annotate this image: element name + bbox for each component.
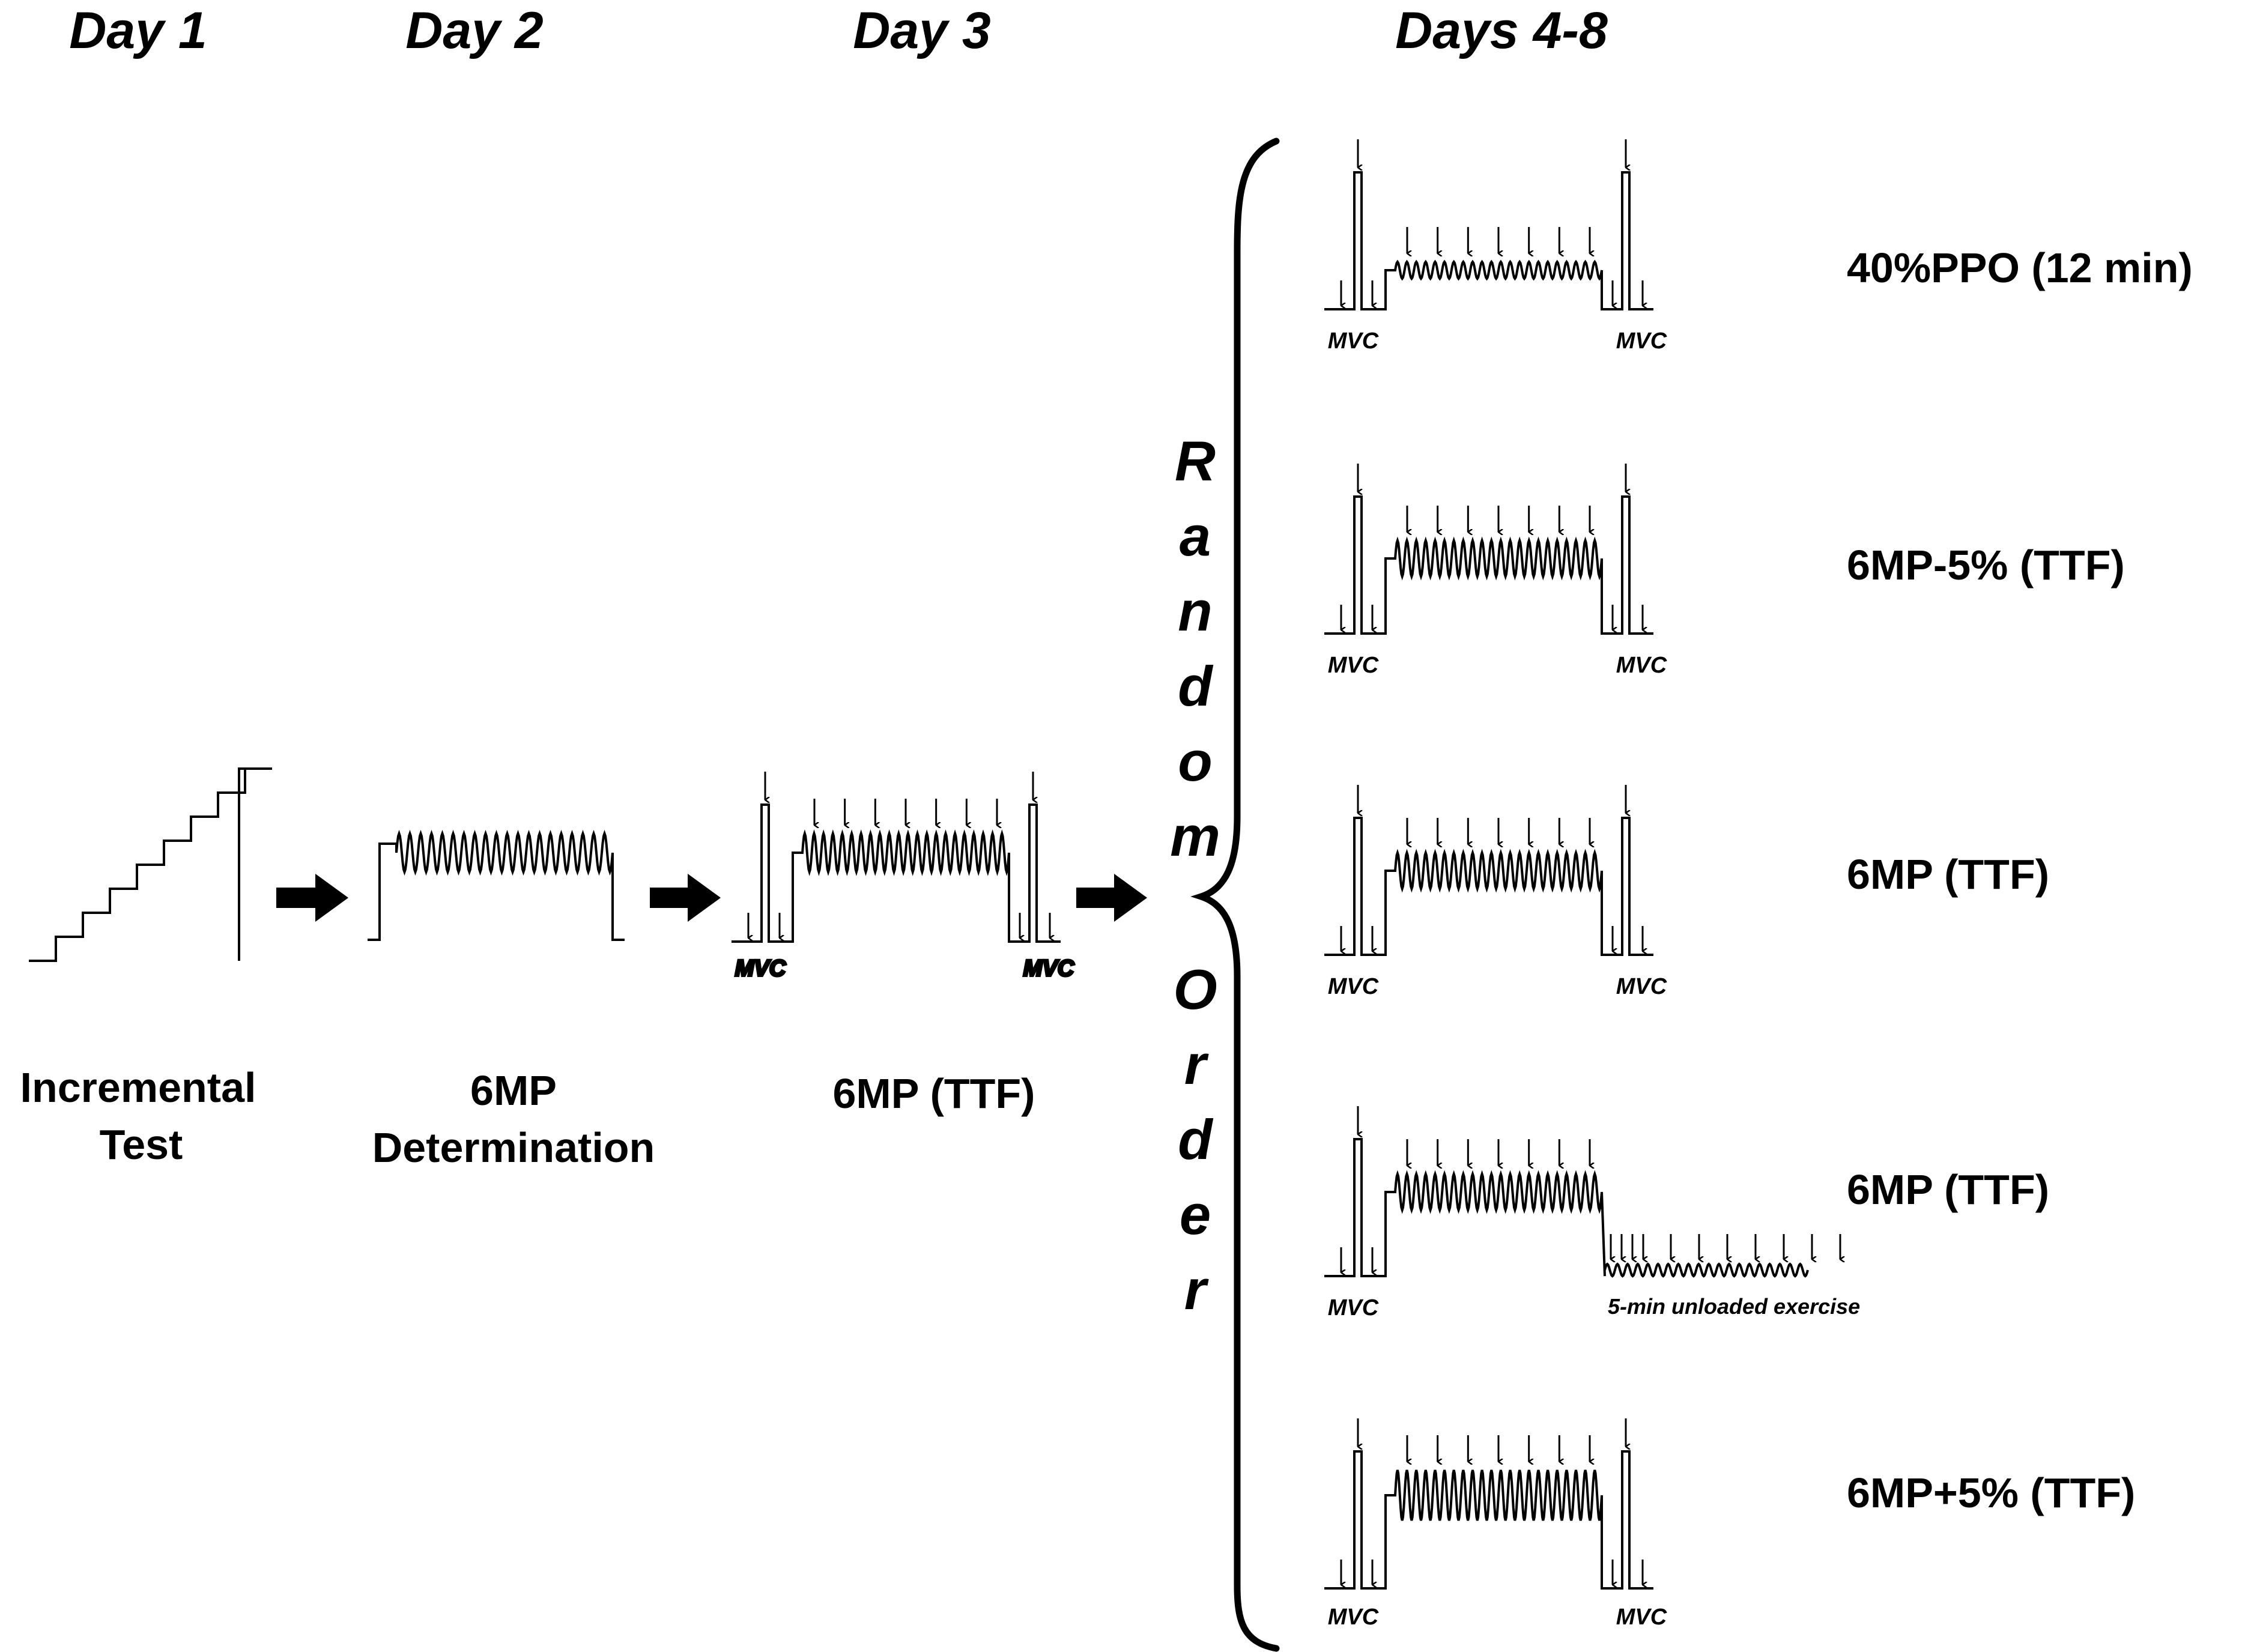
mvc-label: MVC xyxy=(1616,328,1667,354)
header-day-3: Day 3 xyxy=(853,2,991,59)
random-order-letter: R xyxy=(1175,429,1216,492)
random-order-letter: e xyxy=(1180,1183,1211,1246)
arrow-markers xyxy=(1340,139,1643,306)
label-6mp: 6MP xyxy=(470,1067,557,1114)
header-day-1: Day 1 xyxy=(69,2,207,59)
protocol-trace xyxy=(1324,1106,1606,1277)
protocol-trace xyxy=(1324,139,1653,310)
arrow-markers xyxy=(1610,1234,1840,1259)
recovery-trace xyxy=(1604,1234,1840,1278)
mvc-label: MVC xyxy=(1616,653,1667,678)
label-day3-test: 6MP (TTF) xyxy=(832,1070,1035,1117)
recovery-annotation: 5-min unloaded exercise xyxy=(1608,1294,1860,1319)
mvc-label: MVC xyxy=(1328,653,1379,678)
condition-label: 6MP-5% (TTF) xyxy=(1847,542,2125,588)
mvc-label: MVC xyxy=(1328,974,1379,999)
condition-row: MVC MVC 6MP-5% (TTF) xyxy=(1324,464,2125,678)
mvc-label: MVC xyxy=(1616,1605,1667,1630)
protocol-trace xyxy=(1324,1418,1653,1590)
condition-label: 6MP+5% (TTF) xyxy=(1847,1469,2135,1516)
label-incremental: Incremental xyxy=(20,1064,256,1111)
header-day-2: Day 2 xyxy=(405,2,544,59)
condition-row: MVC MVC 6MP+5% (TTF) xyxy=(1324,1418,2135,1630)
condition-label: 6MP (TTF) xyxy=(1847,1166,2049,1213)
mvc-label: MVC xyxy=(1328,328,1379,354)
curly-brace xyxy=(1190,138,1280,1652)
mvc-label: MVC xyxy=(1328,1295,1379,1321)
random-order-letter: m xyxy=(1170,805,1220,868)
label-test: Test xyxy=(100,1121,183,1168)
arrow-markers xyxy=(1340,785,1643,951)
mvc-label: MVC xyxy=(1616,974,1667,999)
random-order-letter: d xyxy=(1178,655,1214,718)
arrow-icon xyxy=(276,874,348,922)
condition-row: MVC MVC 6MP (TTF) xyxy=(1324,785,2049,999)
random-order-letter: r xyxy=(1184,1033,1209,1096)
header-days-4-8: Days 4-8 xyxy=(1395,2,1608,59)
condition-row: MVC 6MP (TTF) 5-min unloaded exercise xyxy=(1324,1106,2049,1321)
protocol-trace xyxy=(732,772,1061,943)
random-order-letter: O xyxy=(1173,958,1217,1021)
protocol-trace xyxy=(1324,785,1653,956)
random-order-letter: r xyxy=(1184,1258,1209,1321)
protocol-trace xyxy=(1324,464,1653,635)
arrow-markers xyxy=(747,772,1050,938)
incremental-test-staircase xyxy=(29,767,272,962)
arrow-markers xyxy=(1340,464,1643,630)
random-order-letter: o xyxy=(1178,730,1212,793)
mvc-label: MVC xyxy=(1328,1605,1379,1630)
label-determination: Determination xyxy=(372,1124,655,1171)
arrow-markers xyxy=(1340,1418,1643,1585)
condition-label: 6MP (TTF) xyxy=(1847,851,2049,898)
arrow-icon xyxy=(1076,874,1147,922)
determination-trace xyxy=(368,829,625,941)
day3-protocol-trace: MVC MVC xyxy=(732,772,1076,982)
arrow-markers xyxy=(1340,1106,1590,1272)
random-order-letter: d xyxy=(1178,1108,1214,1171)
mvc-label: MVC xyxy=(735,956,786,981)
random-order-letter: a xyxy=(1180,504,1211,567)
flow-arrows xyxy=(276,874,1147,922)
condition-label: 40%PPO (12 min) xyxy=(1847,244,2193,291)
random-order-letter: n xyxy=(1178,579,1212,643)
condition-row: MVC MVC 40%PPO (12 min) xyxy=(1324,139,2193,354)
arrow-icon xyxy=(650,874,721,922)
mvc-label: MVC xyxy=(1023,956,1074,981)
